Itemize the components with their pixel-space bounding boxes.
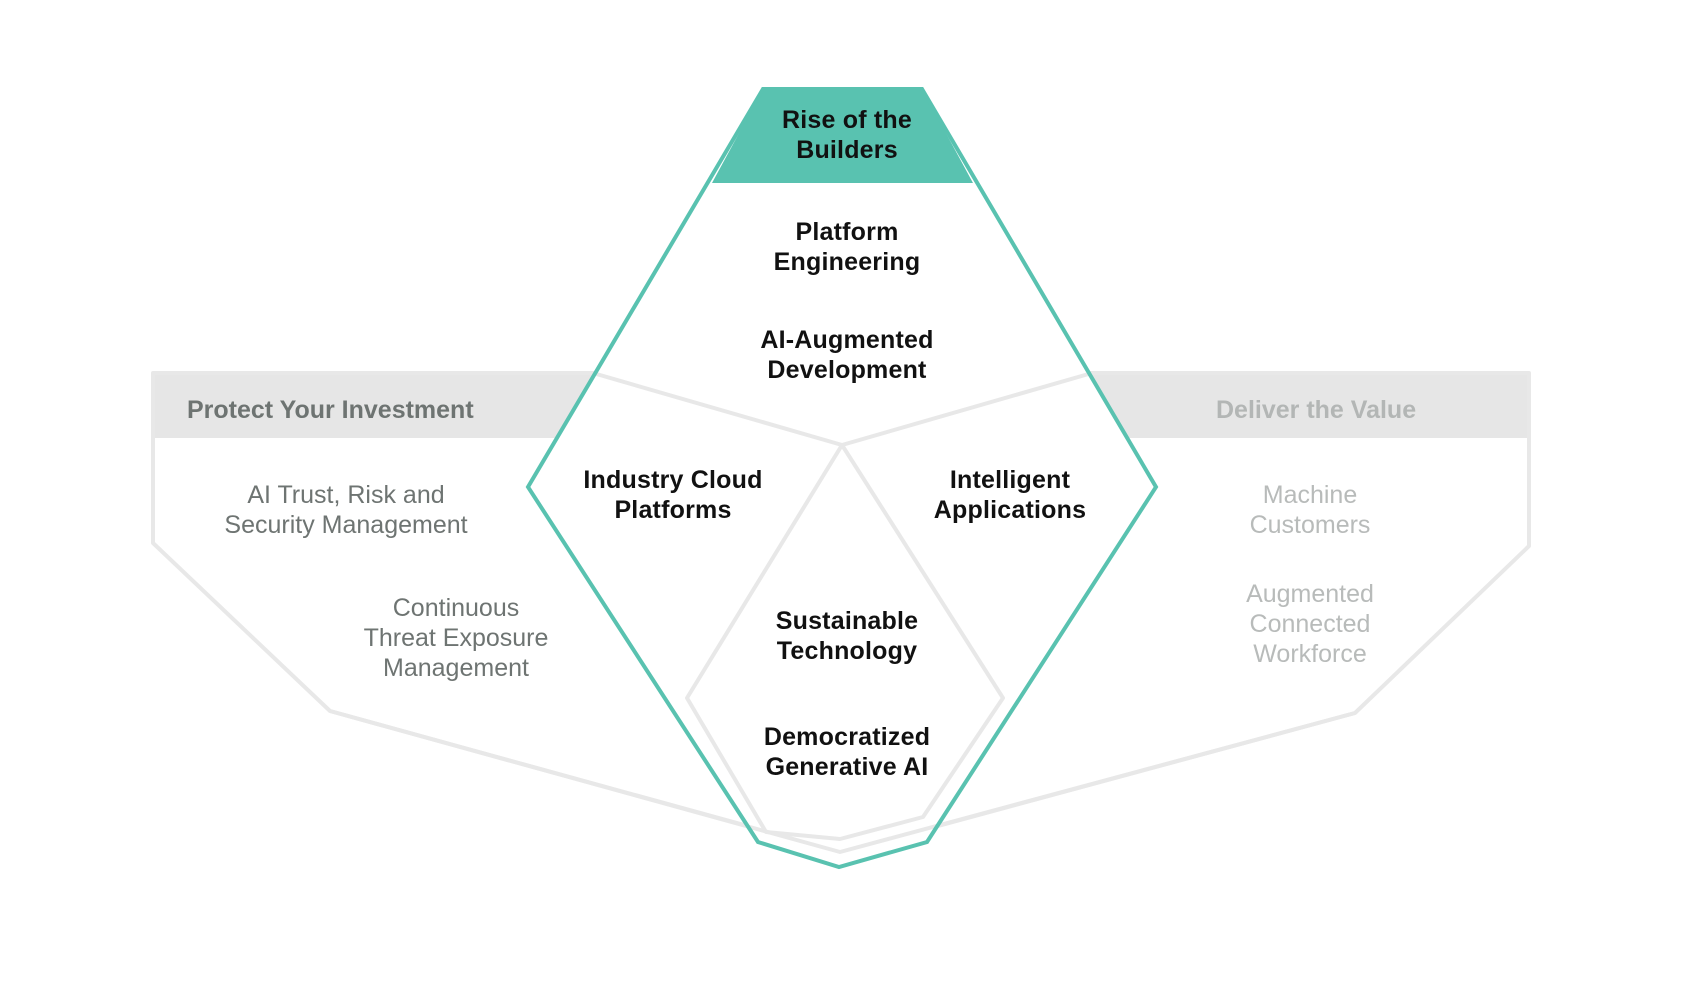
- ai-augmented-development-label: AI-Augmented Development: [760, 326, 934, 384]
- divider-top-left: [592, 371, 843, 447]
- augmented-connected-workforce-label: Augmented Connected Workforce: [1246, 580, 1374, 668]
- divider-top-right: [841, 371, 1093, 447]
- core-hexagon-outline: [525, 87, 1159, 870]
- ctem-label: Continuous Threat Exposure Management: [363, 594, 549, 682]
- rise-of-builders-title: Rise of the Builders: [782, 106, 912, 164]
- rise-of-builders-banner: [712, 89, 973, 183]
- intelligent-applications-label: Intelligent Applications: [933, 466, 1087, 524]
- industry-cloud-platforms-label: Industry Cloud Platforms: [583, 466, 763, 524]
- right-panel-header: [1084, 375, 1527, 438]
- left-panel-header: [155, 375, 600, 438]
- machine-customers-label: Machine Customers: [1249, 481, 1371, 539]
- left-panel-bottom-line: [329, 709, 1356, 854]
- democratized-generative-ai-label: Democratized Generative AI: [763, 723, 931, 781]
- ai-trism-label: AI Trust, Risk and Security Management: [224, 481, 468, 539]
- sustainable-technology-label: Sustainable Technology: [775, 607, 919, 665]
- left-panel-title: Protect Your Investment: [187, 396, 474, 424]
- inner-divider-lines: [329, 371, 1356, 854]
- right-panel-title: Deliver the Value: [1216, 396, 1417, 424]
- platform-engineering-label: Platform Engineering: [773, 218, 921, 276]
- inner-diamond: [685, 443, 1005, 841]
- core-hexagon-fill: [528, 89, 1156, 867]
